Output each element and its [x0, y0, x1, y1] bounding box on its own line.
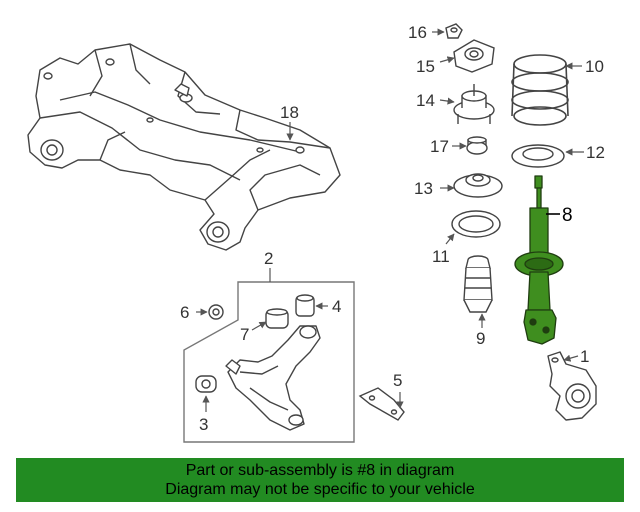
- callout-1: 1: [580, 347, 589, 366]
- info-banner: Part or sub-assembly is #8 in diagram Di…: [16, 458, 624, 502]
- strut-assembly-8: [514, 175, 564, 345]
- bushing-3: [195, 375, 217, 393]
- callout-9: 9: [476, 329, 485, 348]
- nut-16: [445, 23, 463, 39]
- callout-2: 2: [264, 249, 273, 268]
- bushing-4: [295, 294, 315, 317]
- callout-15: 15: [416, 57, 435, 76]
- steering-knuckle-1: [547, 351, 597, 421]
- callout-4: 4: [332, 297, 341, 316]
- leader-11: [445, 233, 455, 245]
- callout-8: 8: [562, 205, 573, 226]
- leader-14: [439, 97, 455, 105]
- insulator-ring-11: [451, 210, 501, 238]
- control-arm: [225, 325, 321, 431]
- banner-line-1: Part or sub-assembly is #8 in diagram: [185, 462, 455, 479]
- callout-18: 18: [280, 103, 299, 122]
- bushing-6: [208, 304, 224, 320]
- callout-16: 16: [408, 23, 427, 42]
- bracket-5: [358, 387, 405, 421]
- bump-stop-17: [466, 136, 488, 155]
- callout-12: 12: [586, 143, 605, 162]
- coil-spring-10: [511, 54, 569, 126]
- assembly-box-2: [183, 281, 355, 443]
- lower-seat-12: [511, 144, 565, 168]
- leader-1: [563, 354, 579, 362]
- callout-11: 11: [432, 247, 450, 266]
- callout-6: 6: [180, 303, 189, 322]
- upper-seat-13: [453, 173, 503, 198]
- subframe-crossmember: [27, 43, 341, 251]
- leader-15: [439, 56, 455, 64]
- strut-mount-14: [453, 84, 495, 124]
- callout-3: 3: [199, 415, 208, 434]
- leader-7: [251, 321, 267, 331]
- callout-14: 14: [416, 91, 435, 110]
- callout-7: 7: [240, 325, 249, 344]
- parts-diagram: 1 2 3 4 5 6 7 8 9 10 11 12 13 14 15 16 1…: [27, 23, 605, 443]
- callout-17: 17: [430, 137, 449, 156]
- banner-line-2: Diagram may not be specific to your vehi…: [165, 481, 475, 498]
- callout-10: 10: [585, 57, 604, 76]
- bushing-7: [265, 308, 289, 329]
- callout-13: 13: [414, 179, 433, 198]
- callout-5: 5: [393, 371, 402, 390]
- mount-plate-15: [453, 39, 495, 73]
- dust-boot-9: [463, 255, 493, 313]
